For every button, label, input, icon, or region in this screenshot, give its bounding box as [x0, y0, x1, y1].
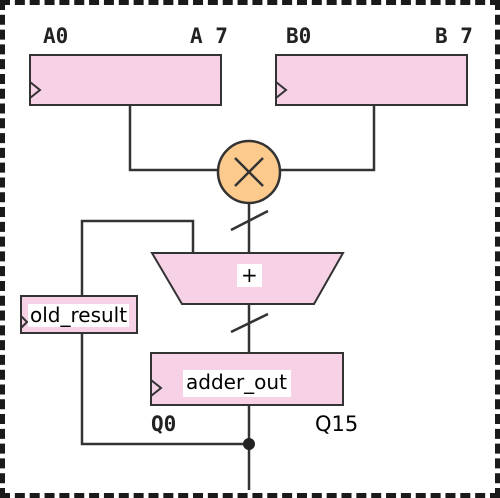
wire-feedback — [80, 219, 249, 446]
clock-icon — [150, 379, 163, 397]
label-q-high: Q15 — [315, 412, 359, 436]
bus-slash-lower — [230, 312, 269, 334]
adder-label: + — [237, 264, 262, 287]
wire-b-to-mult — [281, 105, 376, 172]
label-q-low: Q0 — [151, 412, 177, 436]
adder-out-label: adder_out — [183, 370, 291, 397]
wire-a-to-mult — [128, 105, 218, 172]
register-b — [275, 54, 468, 106]
clock-icon — [275, 81, 288, 99]
clock-icon — [29, 81, 42, 99]
clock-icon — [20, 315, 29, 329]
bus-slash-upper — [230, 209, 269, 232]
old-result-label: old_result — [28, 303, 130, 327]
label-a-high: A 7 — [190, 24, 228, 48]
label-b-high: B 7 — [435, 24, 473, 48]
label-b-low: B0 — [286, 24, 312, 48]
label-a-low: A0 — [43, 24, 69, 48]
register-a — [29, 54, 222, 106]
junction-dot — [243, 438, 255, 450]
